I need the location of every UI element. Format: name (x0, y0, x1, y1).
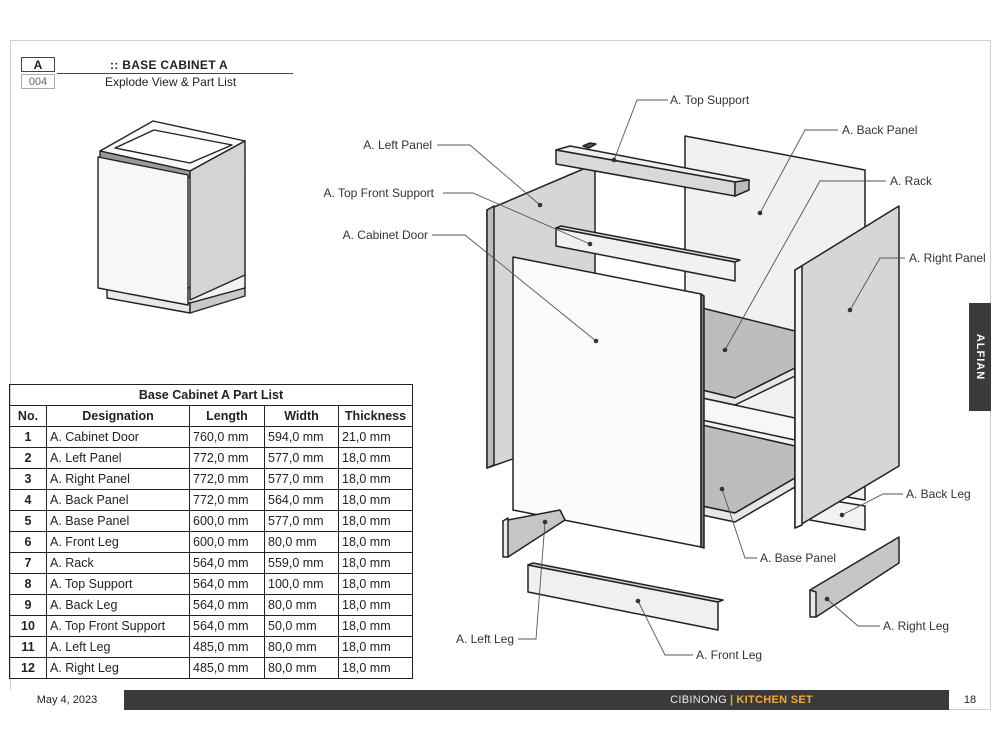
callout-rack: A. Rack (890, 174, 933, 188)
footer-date: May 4, 2023 (10, 690, 124, 710)
callout-front-leg: A. Front Leg (696, 648, 762, 662)
callout-right-leg: A. Right Leg (883, 619, 949, 633)
section-code: A (21, 57, 55, 72)
col-width: Width (264, 405, 339, 427)
callout-left-leg: A. Left Leg (456, 632, 514, 646)
footer-project: KITCHEN SET (736, 694, 813, 706)
callout-back-leg: A. Back Leg (906, 487, 971, 501)
table-header-row: No. Designation Length Width Thickness (9, 405, 413, 427)
callout-top-front-support: A. Top Front Support (323, 186, 434, 200)
callout-right-panel: A. Right Panel (909, 251, 986, 265)
thumbnail-cabinet (97, 120, 246, 314)
callout-back-panel: A. Back Panel (842, 123, 917, 137)
leader-lines (432, 99, 905, 656)
footer-location: CIBINONG (670, 694, 727, 706)
page-title: :: BASE CABINET A (110, 58, 228, 72)
title-underline (57, 73, 293, 74)
front-leg (527, 564, 719, 631)
callout-cabinet-door: A. Cabinet Door (343, 228, 428, 242)
footer-bar: CIBINONG|KITCHEN SET (124, 690, 949, 710)
callout-base-panel: A. Base Panel (760, 551, 836, 565)
col-no: No. (9, 405, 47, 427)
footer-brand: CIBINONG|KITCHEN SET (670, 690, 813, 710)
part-list-caption: Base Cabinet A Part List (9, 384, 413, 406)
cabinet-door (512, 256, 702, 548)
side-tab: ALFIAN (969, 303, 991, 411)
page-number: 18 (963, 694, 977, 706)
col-length: Length (189, 405, 265, 427)
callout-top-support: A. Top Support (670, 93, 750, 107)
left-leg (502, 509, 566, 558)
right-leg (809, 536, 900, 618)
callout-left-panel: A. Left Panel (363, 138, 432, 152)
col-designation: Designation (46, 405, 190, 427)
drawing-number: 004 (21, 74, 55, 89)
col-thickness: Thickness (338, 405, 413, 427)
part-list-table: Base Cabinet A Part List No. Designation… (9, 384, 413, 679)
page-subtitle: Explode View & Part List (105, 75, 237, 89)
footer: May 4, 2023 CIBINONG|KITCHEN SET 18 (10, 690, 991, 710)
footer-separator: | (729, 694, 734, 706)
side-tab-label: ALFIAN (974, 333, 986, 381)
leader-dots (537, 157, 853, 604)
